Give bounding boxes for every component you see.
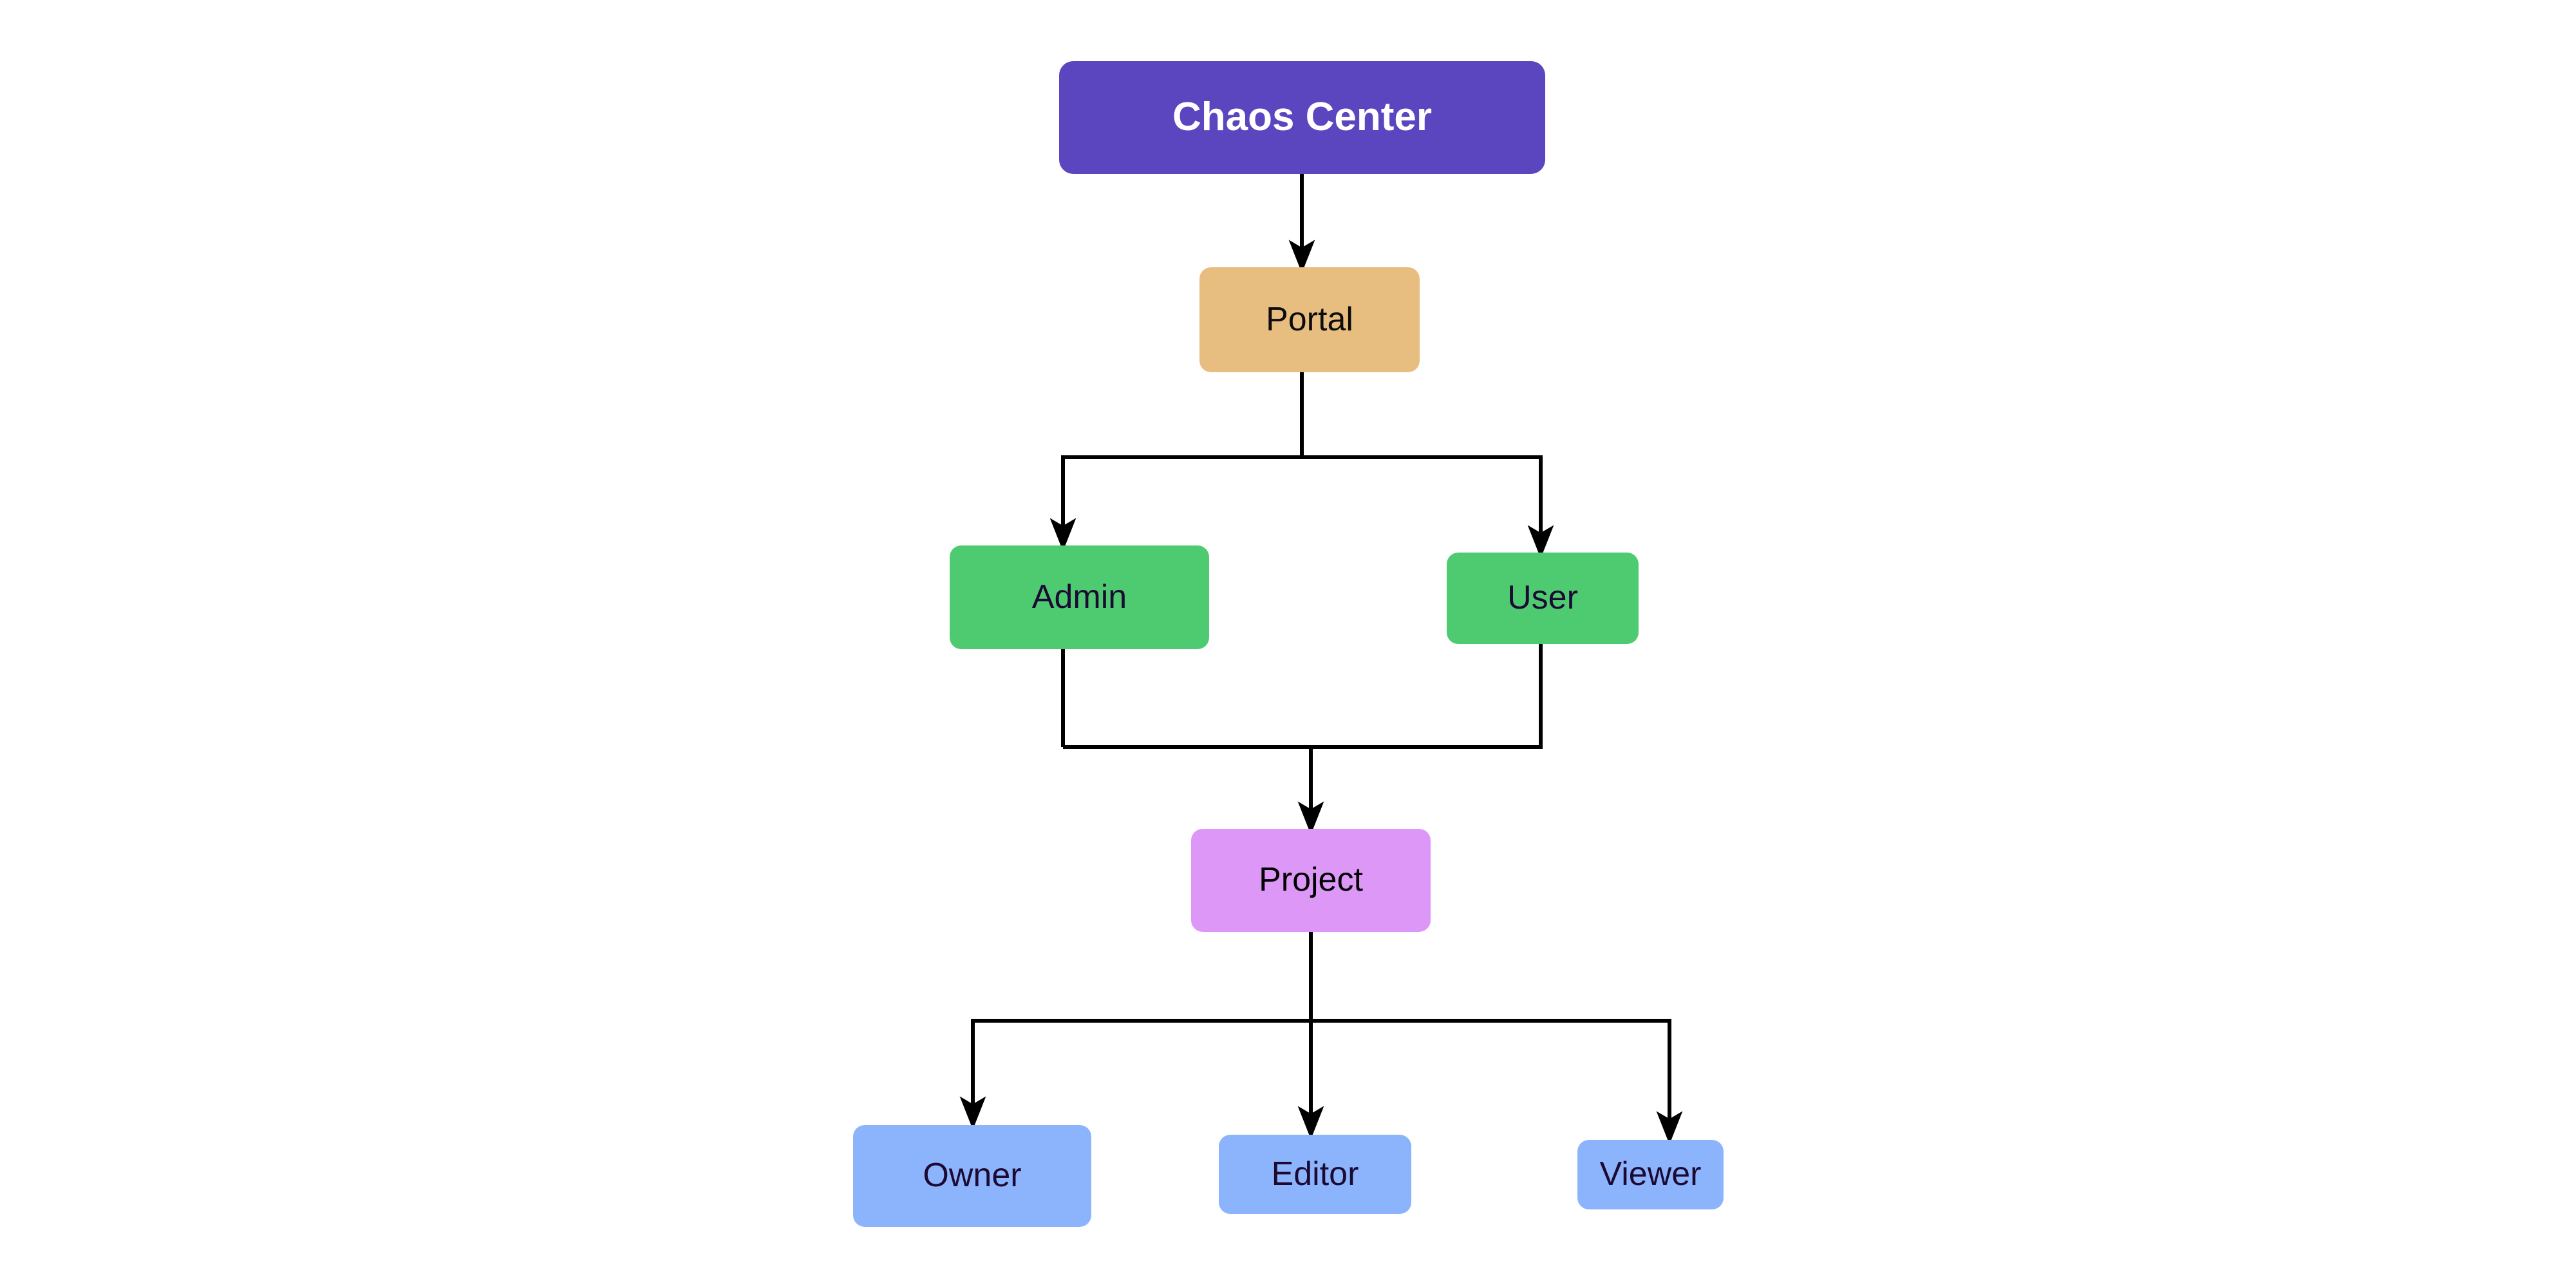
edge-merge-to-project	[1063, 745, 1543, 835]
node-project[interactable]: Project	[1191, 829, 1431, 932]
node-portal-label: Portal	[1266, 300, 1353, 338]
node-chaos-center[interactable]: Chaos Center	[1059, 61, 1545, 174]
node-admin[interactable]: Admin	[950, 545, 1209, 649]
node-editor[interactable]: Editor	[1219, 1135, 1411, 1214]
node-project-label: Project	[1259, 861, 1363, 899]
node-user-label: User	[1507, 579, 1578, 617]
edge-project-split-trunk	[971, 932, 1671, 1023]
node-portal[interactable]: Portal	[1199, 267, 1420, 372]
node-editor-label: Editor	[1271, 1155, 1359, 1193]
node-user[interactable]: User	[1447, 553, 1639, 644]
edge-portal-split-trunk	[1061, 372, 1543, 459]
node-owner[interactable]: Owner	[853, 1125, 1091, 1227]
node-viewer-label: Viewer	[1599, 1155, 1702, 1193]
node-chaos-center-label: Chaos Center	[1172, 95, 1433, 140]
node-owner-label: Owner	[923, 1157, 1022, 1195]
node-admin-label: Admin	[1031, 578, 1127, 616]
node-viewer[interactable]: Viewer	[1577, 1140, 1724, 1209]
